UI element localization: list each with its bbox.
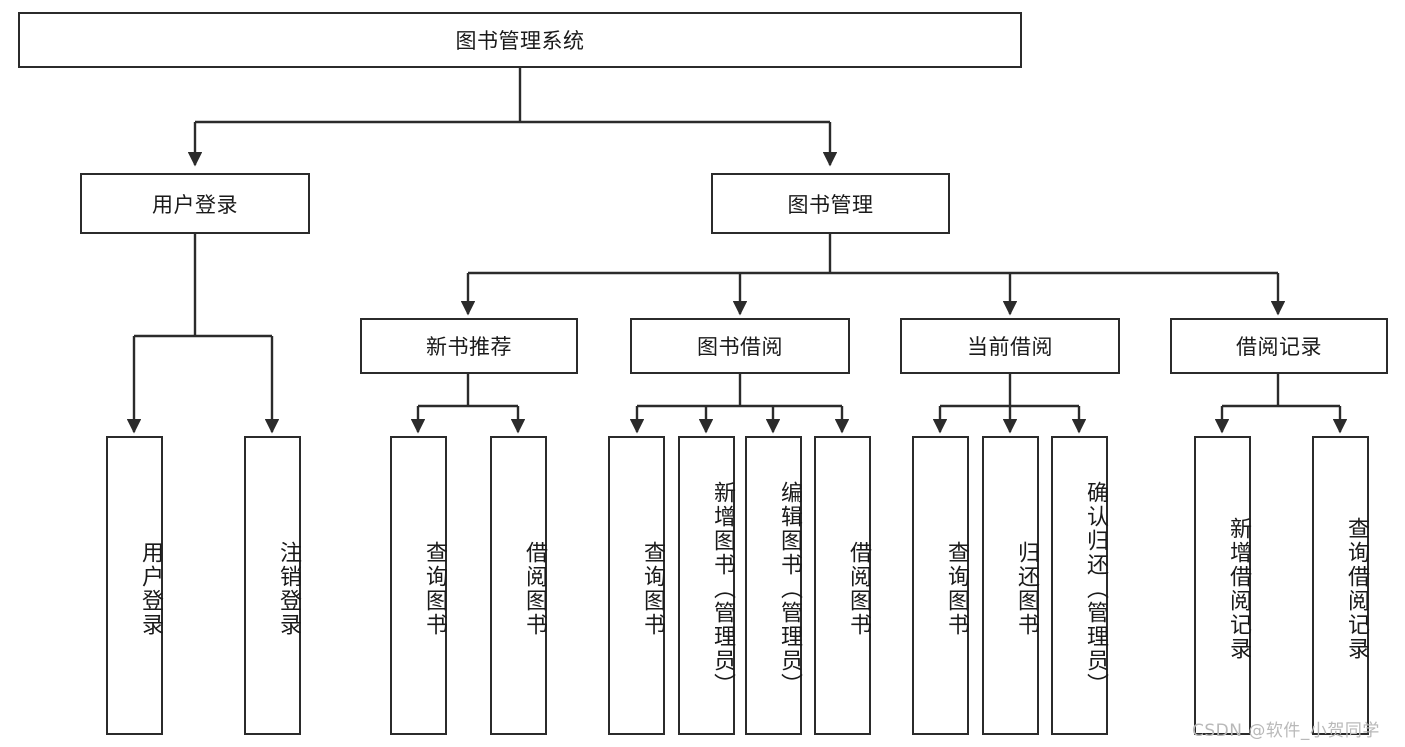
node-current-borrow[interactable]: 当前借阅	[900, 318, 1120, 374]
leaf-borrow-edit-book-admin[interactable]: 编辑图书（管理员）	[745, 436, 802, 735]
leaf-record-query-record[interactable]: 查询借阅记录	[1312, 436, 1369, 735]
node-root-system[interactable]: 图书管理系统	[18, 12, 1022, 68]
node-borrow-record[interactable]: 借阅记录	[1170, 318, 1388, 374]
leaf-current-return-book[interactable]: 归还图书	[982, 436, 1039, 735]
leaf-user-login[interactable]: 用户登录	[106, 436, 163, 735]
leaf-new-book-query[interactable]: 查询图书	[390, 436, 447, 735]
leaf-record-add-record[interactable]: 新增借阅记录	[1194, 436, 1251, 735]
node-book-borrow[interactable]: 图书借阅	[630, 318, 850, 374]
node-new-book-recommend[interactable]: 新书推荐	[360, 318, 578, 374]
node-user-login[interactable]: 用户登录	[80, 173, 310, 234]
leaf-borrow-lend-book[interactable]: 借阅图书	[814, 436, 871, 735]
leaf-user-logout[interactable]: 注销登录	[244, 436, 301, 735]
leaf-current-confirm-return-admin[interactable]: 确认归还（管理员）	[1051, 436, 1108, 735]
leaf-borrow-query-book[interactable]: 查询图书	[608, 436, 665, 735]
leaf-borrow-add-book-admin[interactable]: 新增图书（管理员）	[678, 436, 735, 735]
csdn-watermark: CSDN @软件_小贺同学	[1192, 721, 1380, 741]
node-book-management[interactable]: 图书管理	[711, 173, 950, 234]
leaf-new-book-borrow[interactable]: 借阅图书	[490, 436, 547, 735]
leaf-current-query-book[interactable]: 查询图书	[912, 436, 969, 735]
